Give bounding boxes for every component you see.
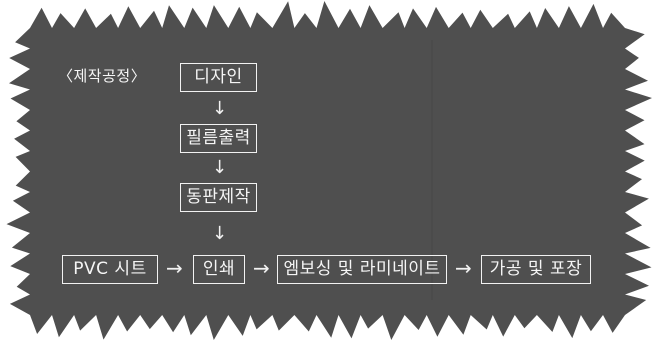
arrow-right-1: →: [166, 256, 183, 280]
arrow-right-3: →: [455, 256, 472, 280]
step-design: 디자인: [180, 63, 257, 92]
arrow-down-1: ↓: [212, 98, 228, 119]
arrow-right-2: →: [253, 256, 270, 280]
step-copper-plate: 동판제작: [180, 183, 257, 212]
step-printing: 인쇄: [193, 255, 245, 284]
step-pvc-sheet: PVC 시트: [62, 255, 158, 284]
panel-shape: [6, 1, 652, 340]
section-label: 〈제작공정〉: [58, 67, 147, 85]
step-processing-packaging: 가공 및 포장: [481, 255, 591, 284]
arrow-down-3: ↓: [212, 223, 228, 244]
arrow-down-2: ↓: [212, 157, 228, 178]
step-film-output: 필름출력: [180, 124, 257, 153]
step-emboss-laminate: 엠보싱 및 라미네이트: [277, 255, 447, 284]
